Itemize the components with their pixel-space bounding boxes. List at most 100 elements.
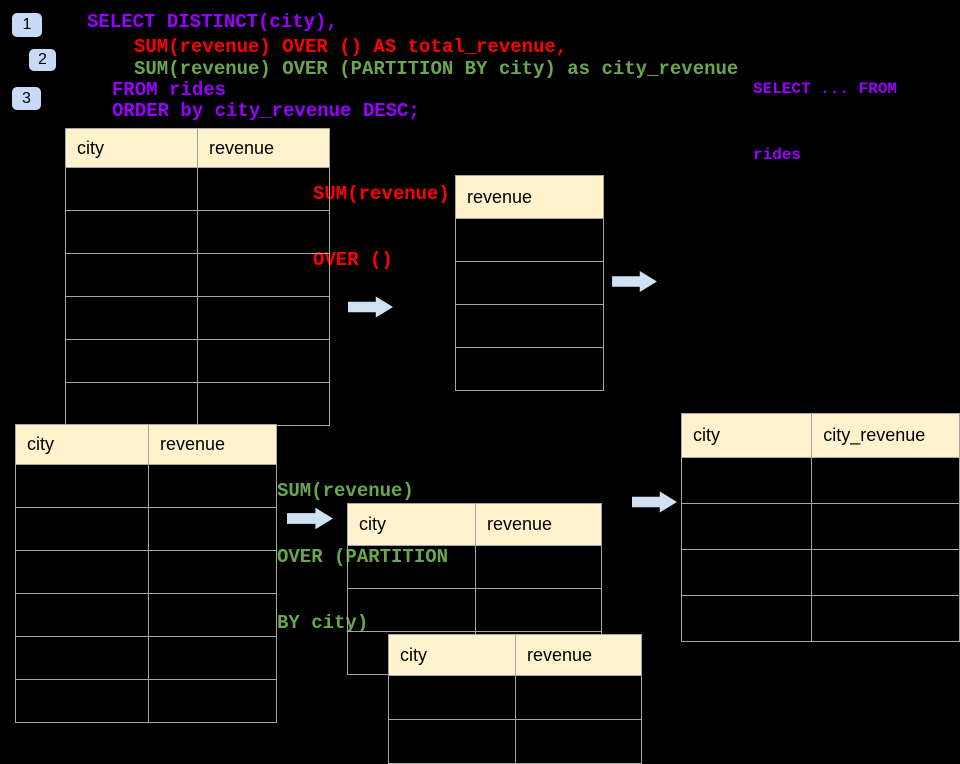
annotation-line: SUM(revenue) xyxy=(313,183,450,205)
column-header-city: city xyxy=(347,503,476,546)
empty-cell xyxy=(811,457,960,504)
annotation-line: OVER () xyxy=(313,249,393,271)
column-header-city_revenue: city_revenue xyxy=(811,413,960,458)
empty-cell xyxy=(455,218,604,262)
table-row xyxy=(15,636,277,680)
table-row xyxy=(15,593,277,637)
empty-cell xyxy=(515,675,642,720)
sql-line-total-revenue: SUM(revenue) OVER () AS total_revenue, xyxy=(134,36,568,58)
empty-cell xyxy=(148,550,277,594)
empty-cell xyxy=(680,457,813,504)
sql-line-from: FROM rides xyxy=(112,79,227,101)
arrow-right-icon xyxy=(611,271,658,292)
empty-cell xyxy=(347,545,476,589)
step-1-badge: 1 xyxy=(12,13,42,37)
annotation-line: SUM(revenue) xyxy=(277,480,414,502)
arrow-right-icon xyxy=(287,507,333,530)
arrow-right-icon xyxy=(348,296,393,318)
table-row xyxy=(347,545,602,589)
table-row xyxy=(65,296,330,340)
sql-line-select: SELECT DISTINCT(city), xyxy=(87,11,338,33)
empty-cell xyxy=(388,675,516,720)
table-row xyxy=(455,347,604,391)
empty-cell xyxy=(148,464,277,508)
empty-cell xyxy=(15,550,149,594)
table-row xyxy=(15,550,277,594)
empty-cell xyxy=(65,339,198,383)
table-row xyxy=(15,507,277,551)
column-header-revenue: revenue xyxy=(148,424,277,465)
empty-cell xyxy=(15,593,149,637)
empty-cell xyxy=(148,636,277,680)
table-row xyxy=(455,218,604,262)
empty-cell xyxy=(347,588,476,632)
empty-cell xyxy=(15,507,149,551)
column-header-city: city xyxy=(15,424,149,465)
table-row xyxy=(388,719,642,764)
empty-cell xyxy=(515,719,642,764)
empty-cell xyxy=(65,253,198,297)
empty-cell xyxy=(680,549,813,596)
annotation-total-revenue: SUM(revenue) OVER () xyxy=(313,139,450,293)
empty-cell xyxy=(680,503,813,550)
empty-cell xyxy=(15,679,149,723)
column-header-revenue: revenue xyxy=(455,175,604,219)
column-header-city: city xyxy=(680,413,813,458)
arrow-right-icon xyxy=(632,491,677,513)
column-header-revenue: revenue xyxy=(197,128,330,168)
table-row xyxy=(680,457,960,504)
total-revenue-result-table: revenue xyxy=(455,175,604,391)
table-row xyxy=(65,382,330,426)
empty-cell xyxy=(680,595,813,642)
table-row xyxy=(65,339,330,383)
column-header-revenue: revenue xyxy=(515,634,642,676)
step-3-badge: 3 xyxy=(12,87,41,110)
empty-cell xyxy=(15,636,149,680)
table-row xyxy=(15,679,277,723)
empty-cell xyxy=(455,347,604,391)
table-row xyxy=(15,464,277,508)
empty-cell xyxy=(455,304,604,348)
empty-cell xyxy=(455,261,604,305)
table-row xyxy=(455,304,604,348)
empty-cell xyxy=(811,549,960,596)
table-row xyxy=(388,675,642,720)
empty-cell xyxy=(148,679,277,723)
empty-cell xyxy=(197,339,330,383)
empty-cell xyxy=(197,253,330,297)
table-row xyxy=(65,210,330,254)
empty-cell xyxy=(148,593,277,637)
sql-line-city-revenue: SUM(revenue) OVER (PARTITION BY city) as… xyxy=(134,58,739,80)
table-row xyxy=(680,549,960,596)
empty-cell xyxy=(197,167,330,211)
empty-cell xyxy=(475,588,602,632)
table-row xyxy=(680,503,960,550)
side-code-line: rides xyxy=(753,146,802,164)
sql-line-order-by: ORDER by city_revenue DESC; xyxy=(112,100,420,122)
step-2-badge: 2 xyxy=(29,49,56,71)
empty-cell xyxy=(65,210,198,254)
side-code-line: SELECT ... FROM xyxy=(753,80,898,98)
side-code-note: SELECT ... FROM rides xyxy=(753,34,897,188)
empty-cell xyxy=(811,595,960,642)
empty-cell xyxy=(197,296,330,340)
empty-cell xyxy=(148,507,277,551)
empty-cell xyxy=(475,545,602,589)
empty-cell xyxy=(65,167,198,211)
header-row: revenue xyxy=(455,175,604,219)
table-row xyxy=(455,261,604,305)
empty-cell xyxy=(65,382,198,426)
empty-cell xyxy=(388,719,516,764)
table-row xyxy=(65,253,330,297)
empty-cell xyxy=(197,382,330,426)
table-row xyxy=(680,595,960,642)
